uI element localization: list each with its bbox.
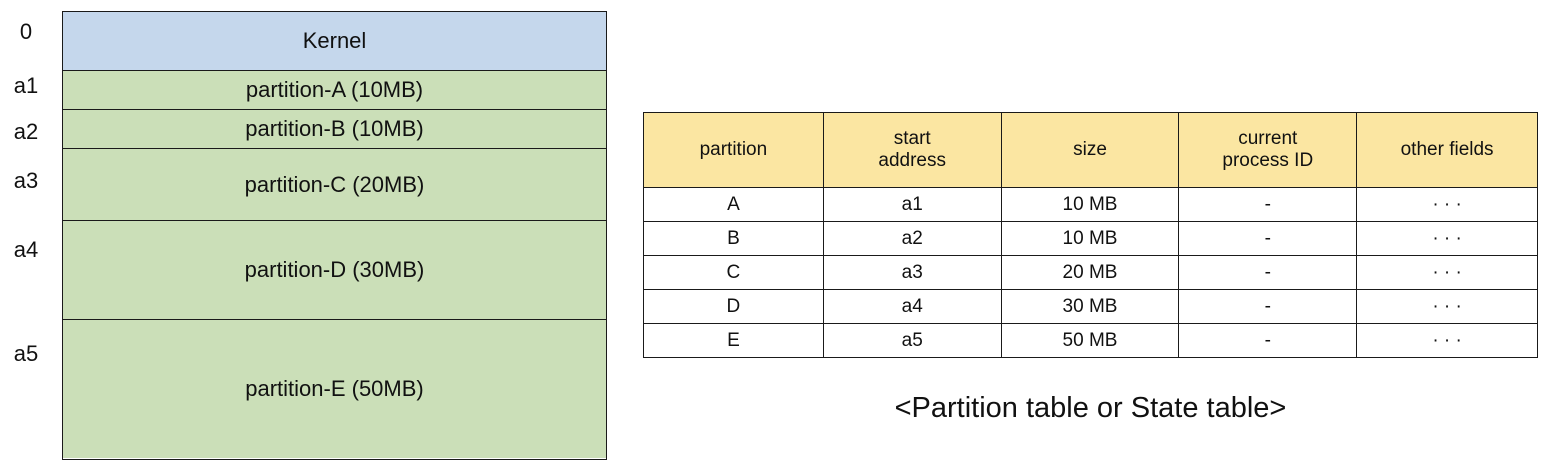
table-cell: · · · (1356, 221, 1538, 256)
table-cell: 20 MB (1000, 255, 1180, 290)
table-row: E a5 50 MB - · · · (643, 323, 1538, 358)
table-cell: a4 (822, 289, 1002, 324)
table-row: C a3 20 MB - · · · (643, 255, 1538, 290)
table-cell: 10 MB (1000, 187, 1180, 222)
table-header-row: partition start address size current pro… (643, 112, 1538, 188)
table-cell: D (643, 289, 824, 324)
table-cell: - (1178, 221, 1358, 256)
partition-c-label: partition-C (20MB) (244, 171, 425, 197)
partition-a-block: partition-A (10MB) (63, 71, 606, 110)
header-start-address: start address (822, 112, 1002, 188)
partition-e-block: partition-E (50MB) (63, 320, 606, 458)
header-size: size (1000, 112, 1180, 188)
table-cell: a2 (822, 221, 1002, 256)
table-cell: - (1178, 323, 1358, 358)
table-cell: A (643, 187, 824, 222)
header-other-fields-text: other fields (1400, 139, 1494, 160)
partition-a-label: partition-A (10MB) (245, 77, 424, 102)
header-start-address-line2: address (878, 150, 947, 171)
address-label-0: 0 (19, 19, 33, 44)
table-cell: a3 (822, 255, 1002, 290)
table-caption: <Partition table or State table> (894, 392, 1287, 424)
partition-b-block: partition-B (10MB) (63, 110, 606, 149)
partition-e-label: partition-E (50MB) (245, 376, 424, 401)
partition-b-label: partition-B (10MB) (245, 116, 424, 141)
header-partition-text: partition (699, 139, 768, 160)
address-label-a3: a3 (13, 168, 39, 193)
table-row: D a4 30 MB - · · · (643, 289, 1538, 324)
table-cell: - (1178, 255, 1358, 290)
kernel-block: Kernel (63, 12, 606, 71)
memory-layout: Kernel partition-A (10MB) partition-B (1… (62, 11, 607, 460)
table-cell: · · · (1356, 323, 1538, 358)
table-cell: · · · (1356, 187, 1538, 222)
table-cell: a1 (822, 187, 1002, 222)
partition-d-block: partition-D (30MB) (63, 221, 606, 320)
header-current-process-id-line1: current (1238, 128, 1298, 149)
table-cell: a5 (822, 323, 1002, 358)
header-partition: partition (643, 112, 824, 188)
table-row: B a2 10 MB - · · · (643, 221, 1538, 256)
table-cell: C (643, 255, 824, 290)
table-cell: · · · (1356, 255, 1538, 290)
partition-d-label: partition-D (30MB) (244, 257, 425, 282)
kernel-label: Kernel (302, 28, 367, 53)
address-label-a1: a1 (13, 73, 39, 98)
address-label-a2: a2 (13, 119, 39, 144)
table-cell: - (1178, 187, 1358, 222)
address-label-a5: a5 (13, 341, 39, 366)
partition-c-block: partition-C (20MB) (63, 149, 606, 221)
table-cell: 50 MB (1000, 323, 1180, 358)
header-current-process-id: current process ID (1178, 112, 1358, 188)
table-cell: - (1178, 289, 1358, 324)
header-other-fields: other fields (1356, 112, 1538, 188)
partition-table: partition start address size current pro… (643, 112, 1538, 358)
table-cell: · · · (1356, 289, 1538, 324)
header-size-text: size (1073, 139, 1107, 160)
table-cell: 10 MB (1000, 221, 1180, 256)
table-row: A a1 10 MB - · · · (643, 187, 1538, 222)
table-cell: B (643, 221, 824, 256)
address-label-a4: a4 (13, 237, 39, 262)
header-current-process-id-line2: process ID (1222, 150, 1314, 171)
header-start-address-line1: start (893, 128, 931, 149)
table-cell: 30 MB (1000, 289, 1180, 324)
table-cell: E (643, 323, 824, 358)
